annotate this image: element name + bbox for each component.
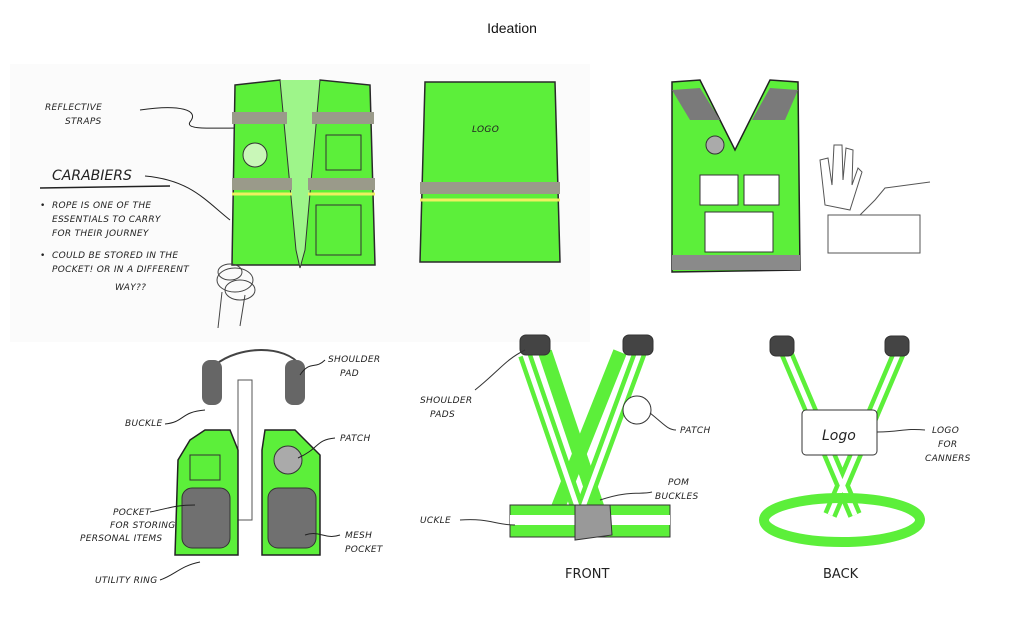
sketch-running-vest: [671, 79, 931, 273]
label-utility-ring: UTILITY RING: [95, 576, 157, 586]
back-logo-patch: Logo: [822, 428, 856, 444]
label-logo-for-1: LOGO: [932, 426, 959, 436]
label-front: FRONT: [565, 567, 609, 582]
label-logo-for-2: FOR: [938, 440, 957, 450]
svg-text:•: •: [40, 201, 46, 211]
label-shoulder-pads-2: PADS: [430, 410, 455, 420]
bullet2-line2: POCKET! OR IN A DIFFERENT: [52, 265, 190, 275]
rope-icon: [216, 263, 256, 329]
bullet1-line2: ESSENTIALS TO CARRY: [52, 215, 162, 225]
label-pom-buckles-2: BUCKLES: [655, 492, 698, 502]
sketch-fishing-vest: SHOULDER PAD BUCKLE PATCH POCKET FOR STO…: [80, 349, 384, 586]
label-pom-buckles-1: POM: [668, 478, 689, 488]
back-logo: LOGO: [472, 125, 499, 135]
sketch-vest-carabiners: REFLECTIVE STRAPS CARABIERS • ROPE IS ON…: [10, 64, 590, 342]
label-shoulder-pad-1: SHOULDER: [328, 355, 380, 365]
label-pocket-2: FOR STORING: [110, 521, 176, 531]
sketch-harness-back: Logo LOGO FOR CANNERS BACK: [759, 335, 971, 582]
label-reflective-2: STRAPS: [65, 117, 102, 127]
label-reflective-1: REFLECTIVE: [45, 103, 102, 113]
sketch-harness-front: SHOULDER PADS PATCH POM BUCKLES UCKLE FR…: [420, 334, 711, 582]
label-shoulder-pad-2: PAD: [340, 369, 359, 379]
svg-text:•: •: [40, 251, 46, 261]
glove-icon: [819, 144, 863, 211]
label-shoulder-pads-1: SHOULDER: [420, 396, 472, 406]
bullet1-line3: FOR THEIR JOURNEY: [52, 229, 150, 239]
bullet1-line1: ROPE IS ONE OF THE: [52, 201, 151, 211]
label-back: BACK: [823, 567, 859, 582]
bullet2-line1: COULD BE STORED IN THE: [52, 251, 178, 261]
bullet2-line3: WAY??: [115, 283, 146, 293]
label-logo-for-3: CANNERS: [925, 454, 971, 464]
label-front-buckle: UCKLE: [420, 516, 451, 526]
label-mesh-pocket-1: MESH: [345, 531, 372, 541]
label-front-patch: PATCH: [680, 426, 711, 436]
label-pocket-3: PERSONAL ITEMS: [80, 534, 162, 544]
label-patch: PATCH: [340, 434, 371, 444]
page-title: Ideation: [487, 20, 537, 36]
label-pocket-1: POCKET: [113, 508, 152, 518]
carabiners-heading: CARABIERS: [52, 168, 132, 184]
label-mesh-pocket-2: POCKET: [345, 545, 384, 555]
tissue-box-icon: [827, 181, 931, 254]
label-buckle: BUCKLE: [125, 419, 162, 429]
